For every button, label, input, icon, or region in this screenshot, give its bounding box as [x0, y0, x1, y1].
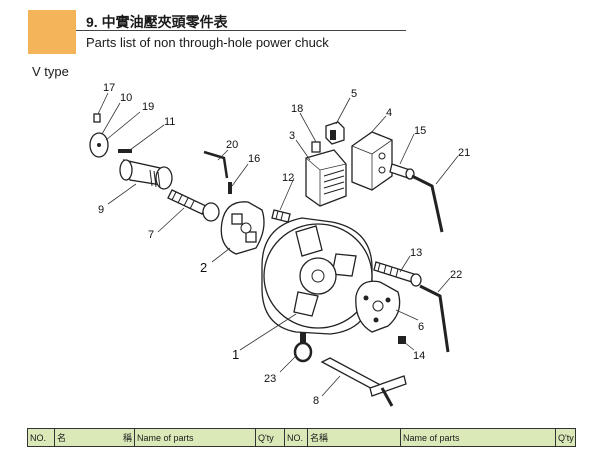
part-12-screw [271, 209, 291, 223]
part-label-14: 14 [413, 350, 425, 362]
part-10-ring [89, 132, 109, 158]
part-18-screw [311, 141, 321, 153]
part-label-23: 23 [264, 373, 276, 385]
part-label-22: 22 [450, 269, 462, 281]
part-15-screw [389, 163, 415, 180]
part-label-3: 3 [289, 130, 295, 142]
col-name-cn-1-b: 稱 [122, 433, 132, 443]
part-3-master-jaw [305, 149, 347, 207]
col-name-en-1: Name of parts [135, 429, 256, 446]
col-name-cn-1: 名 稱 [55, 429, 135, 446]
col-name-en-2: Name of parts [401, 429, 556, 446]
part-9-cylinder [119, 159, 173, 190]
part-label-2: 2 [200, 260, 207, 275]
part-7-screw [167, 189, 220, 222]
part-label-9: 9 [98, 204, 104, 216]
part-label-5: 5 [351, 88, 357, 100]
part-4-soft-jaw [351, 131, 393, 191]
part-17-screw [93, 113, 101, 123]
header-rule [76, 30, 406, 31]
part-label-6: 6 [418, 321, 424, 333]
part-label-17: 17 [103, 82, 115, 94]
part-21-hex-key [411, 174, 444, 233]
col-name-cn-1-a: 名 [57, 433, 67, 443]
part-label-4: 4 [386, 107, 392, 119]
part-label-7: 7 [148, 229, 154, 241]
parts-table-header: NO. 名 稱 Name of parts Q'ty NO. 名稱 Name o… [27, 428, 576, 447]
part-label-13: 13 [410, 247, 422, 259]
page-header: 9. 中實油壓夾頭零件表 Parts list of non through-h… [28, 10, 420, 54]
part-20-hex-key [203, 150, 229, 179]
col-no-1: NO. [28, 429, 55, 446]
part-label-16: 16 [248, 153, 260, 165]
part-label-12: 12 [282, 172, 294, 184]
part-1-chuck-body [261, 217, 373, 335]
part-6-flange [355, 280, 401, 333]
part-label-21: 21 [458, 147, 470, 159]
header-title-cn: 9. 中實油壓夾頭零件表 [86, 14, 228, 30]
part-2-wedge-plunger [220, 201, 265, 255]
part-22-hex-key [419, 284, 450, 353]
chuck-type-label: V type [32, 64, 69, 79]
part-14-screw [398, 336, 406, 344]
part-11-pin [118, 149, 132, 153]
part-16-bolt [228, 182, 232, 194]
col-name-cn-2: 名稱 [308, 429, 401, 446]
part-number-labels: 17 10 19 11 9 7 20 16 2 12 18 3 5 4 15 2… [98, 82, 470, 407]
leader-lines [97, 92, 459, 397]
part-label-18: 18 [291, 103, 303, 115]
header-title-en: Parts list of non through-hole power chu… [86, 35, 329, 50]
col-qty-2: Q'ty [558, 432, 574, 443]
col-qty-1: Q'ty [256, 429, 285, 446]
part-label-10: 10 [120, 92, 132, 104]
part-label-8: 8 [313, 395, 319, 407]
part-label-11: 11 [164, 116, 175, 128]
part-label-19: 19 [142, 101, 154, 113]
col-no-2: NO. [285, 429, 308, 446]
part-label-15: 15 [414, 125, 426, 137]
part-8-chuck-handle [320, 357, 407, 407]
part-23-eye-bolt [293, 332, 313, 363]
part-label-1: 1 [232, 347, 239, 362]
header-accent-tab [28, 10, 76, 54]
part-label-20: 20 [226, 139, 238, 151]
part-5-t-nut [325, 121, 345, 145]
